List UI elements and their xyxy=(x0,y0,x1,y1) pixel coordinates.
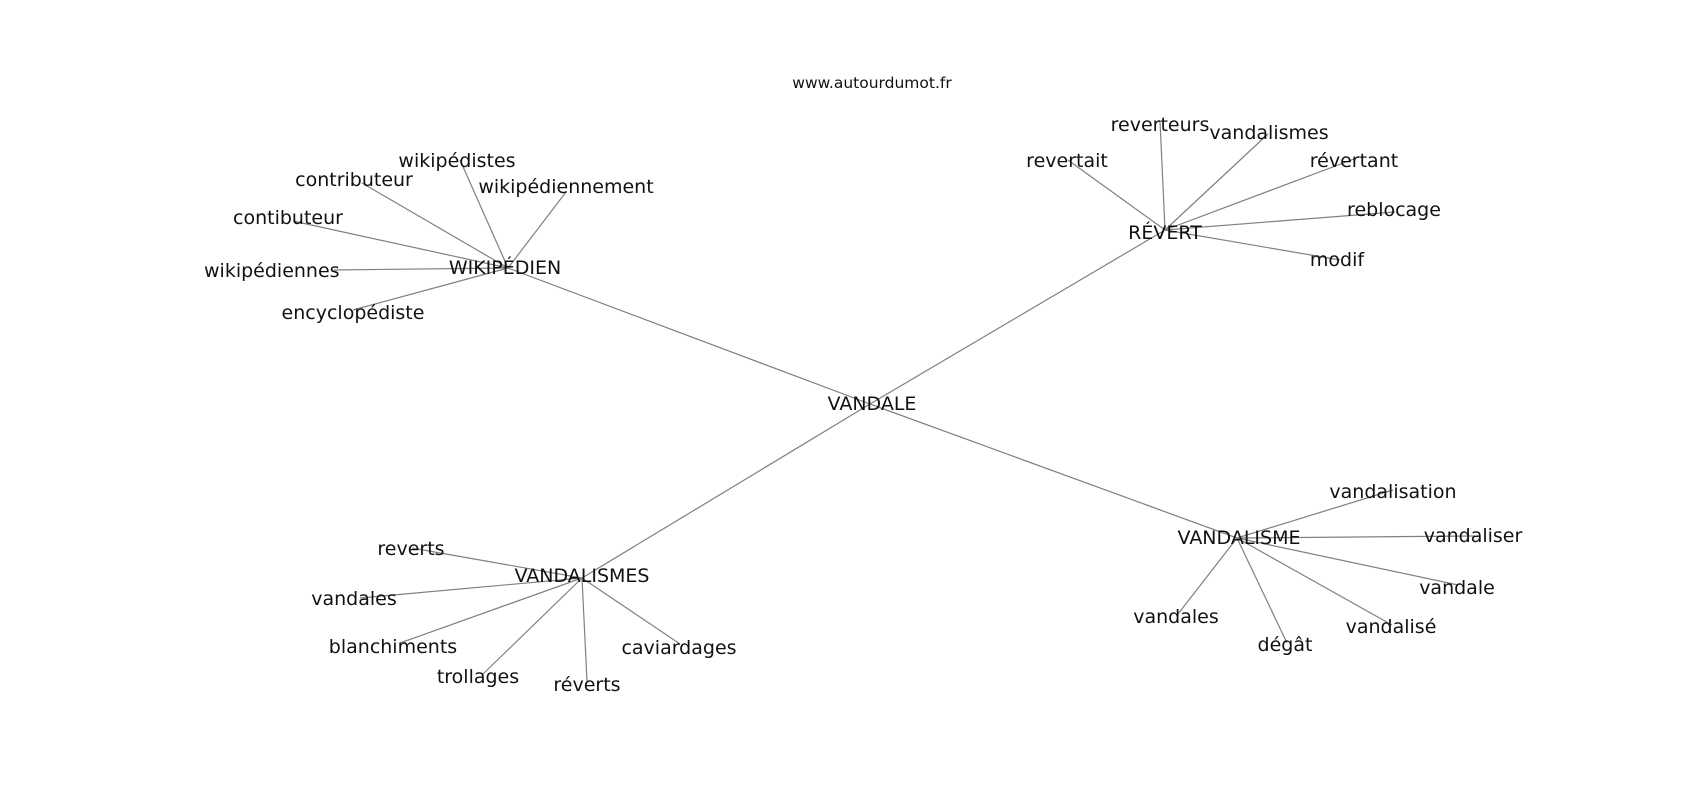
leaf-node-label: contibuteur xyxy=(233,207,343,229)
leaf-node-label: vandalisé xyxy=(1346,616,1437,638)
hub-leaf-edge xyxy=(292,220,509,269)
leaf-node-label: trollages xyxy=(437,666,519,688)
hub-leaf-edge xyxy=(1067,159,1166,231)
hub-leaf-edge xyxy=(1236,537,1393,626)
leaf-node-label: réverts xyxy=(553,674,620,696)
hub-node-label: RÉVERT xyxy=(1128,221,1202,244)
center-node-label: VANDALE xyxy=(828,393,917,415)
hub-leaf-edge xyxy=(1177,537,1238,615)
hub-node-label: VANDALISME xyxy=(1178,527,1301,549)
hub-leaf-edge xyxy=(352,267,509,311)
leaf-node-label: vandaliser xyxy=(1424,525,1523,547)
hub-leaf-edge xyxy=(459,159,509,269)
source-url: www.autourdumot.fr xyxy=(792,74,952,92)
leaf-node-label: vandales xyxy=(311,588,397,610)
hub-leaf-edge xyxy=(1236,537,1459,586)
leaf-node-label: contributeur xyxy=(295,169,413,191)
hub-node-label: WIKIPÉDIEN xyxy=(449,256,561,279)
hub-leaf-edge xyxy=(1159,120,1166,231)
hub-leaf-edge xyxy=(1164,211,1396,231)
hub-node-label: VANDALISMES xyxy=(515,565,650,587)
leaf-node-label: vandales xyxy=(1133,606,1219,628)
hub-leaf-edge xyxy=(361,182,509,269)
hub-leaf-edge xyxy=(359,577,583,599)
leaf-node-label: vandalismes xyxy=(1209,122,1328,144)
nodes: VANDALE WIKIPÉDIEN wikipédistes contribu… xyxy=(204,114,1522,696)
leaf-node-label: encyclopédiste xyxy=(282,302,425,324)
leaf-node-label: vandale xyxy=(1419,577,1495,599)
center-hub-edge xyxy=(869,403,1238,539)
leaf-node-label: wikipédiennes xyxy=(204,260,340,282)
hub-leaf-edge xyxy=(581,577,588,682)
hub-leaf-edge xyxy=(333,267,509,271)
hub-leaf-edge xyxy=(581,577,681,645)
leaf-node-label: wikipédistes xyxy=(398,150,515,172)
leaf-node-label: reverteurs xyxy=(1111,114,1210,136)
center-hub-edge xyxy=(581,403,871,579)
center-hub-edge xyxy=(507,267,871,405)
leaf-node-label: revertait xyxy=(1026,150,1108,172)
hub-leaf-edge xyxy=(1164,158,1355,231)
hub-leaf-edge xyxy=(1236,489,1394,539)
hub-leaf-edge xyxy=(399,577,583,644)
leaf-node-label: dégât xyxy=(1258,634,1313,656)
center-hub-edge xyxy=(869,229,1166,405)
hub-leaf-edge xyxy=(411,547,583,579)
hub-leaf-edge xyxy=(1164,133,1269,231)
leaf-node-label: révertant xyxy=(1310,150,1398,172)
leaf-node-label: vandalisation xyxy=(1329,481,1456,503)
hub-leaf-edge xyxy=(507,191,567,269)
hub-leaf-edge xyxy=(1236,537,1288,644)
leaf-node-label: caviardages xyxy=(621,637,736,659)
hub-leaf-edge xyxy=(1164,229,1341,261)
leaf-node-label: wikipédiennement xyxy=(478,176,653,198)
hub-leaf-edge xyxy=(1236,535,1476,539)
leaf-node-label: modif xyxy=(1310,249,1365,271)
leaf-node-label: blanchiments xyxy=(329,636,457,658)
hub-leaf-edge xyxy=(481,577,583,676)
leaf-node-label: reverts xyxy=(377,538,444,560)
edges xyxy=(292,120,1476,682)
leaf-node-label: reblocage xyxy=(1347,199,1441,221)
